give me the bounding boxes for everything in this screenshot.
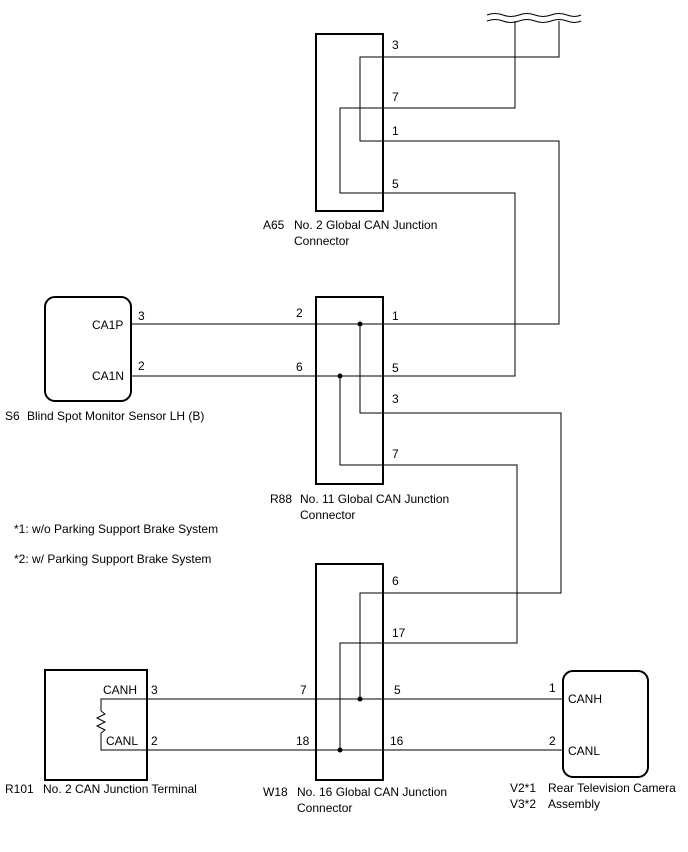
v2-name-line2: Assembly xyxy=(548,797,600,811)
v2-component-box xyxy=(562,670,649,778)
resistor-icon xyxy=(95,710,107,734)
v2-pin-2: 2 xyxy=(549,734,556,748)
r101-internal-bottom xyxy=(100,733,147,751)
s6-name: Blind Spot Monitor Sensor LH (B) xyxy=(27,409,204,423)
note-2: *2: w/ Parking Support Brake System xyxy=(14,552,211,566)
r88-pin-2: 2 xyxy=(296,306,303,320)
r88-code: R88 xyxy=(270,492,292,506)
r88-pin-6: 6 xyxy=(296,360,303,374)
r101-pin-3: 3 xyxy=(151,683,158,697)
wire-a65-5-r88-5 xyxy=(383,192,516,377)
v3-code-line2: V3*2 xyxy=(510,797,536,811)
a65-pin-7: 7 xyxy=(392,90,399,104)
r101-internal-top xyxy=(100,698,147,711)
wire-a65-7 xyxy=(383,21,516,109)
w18-connector-box xyxy=(315,563,384,781)
r88-pin-5: 5 xyxy=(392,361,399,375)
r88-internal-3 xyxy=(359,324,383,414)
w18-pin-6: 6 xyxy=(392,574,399,588)
w18-name-line1: No. 16 Global CAN Junction xyxy=(297,785,447,799)
note-1: *1: w/o Parking Support Brake System xyxy=(14,522,218,536)
a65-internal-7-5 xyxy=(339,107,383,194)
r101-component-box xyxy=(44,669,148,781)
r101-signal-canh: CANH xyxy=(103,683,137,697)
w18-name-line2: Connector xyxy=(297,801,352,815)
s6-pin-2: 2 xyxy=(138,359,145,373)
wire-a65-3 xyxy=(383,21,560,58)
junction-dot xyxy=(357,696,363,702)
r88-pin-3: 3 xyxy=(392,392,399,406)
a65-pin-1: 1 xyxy=(392,124,399,138)
r88-pin-7: 7 xyxy=(392,447,399,461)
wire-break-symbol xyxy=(486,13,582,23)
s6-component-box xyxy=(44,296,132,402)
r88-connector-box xyxy=(315,296,384,485)
a65-name-line1: No. 2 Global CAN Junction xyxy=(294,218,437,232)
w18-pin-5: 5 xyxy=(394,683,401,697)
w18-pin-7: 7 xyxy=(300,683,307,697)
s6-pin-3: 3 xyxy=(138,309,145,323)
r101-code: R101 xyxy=(5,782,34,796)
wires xyxy=(95,21,563,751)
v2-signal-canh: CANH xyxy=(568,692,602,706)
wire-r88-3-w18-6 xyxy=(383,412,562,594)
wire-a65-1-r88-1 xyxy=(383,140,560,325)
r101-signal-canl: CANL xyxy=(106,734,138,748)
s6-code: S6 xyxy=(5,409,20,423)
r88-name-line2: Connector xyxy=(300,508,355,522)
w18-pin-16: 16 xyxy=(390,734,404,748)
a65-connector-box xyxy=(315,33,384,212)
w18-internal-17 xyxy=(339,642,383,750)
v2-signal-canl: CANL xyxy=(568,744,600,758)
r101-pin-2: 2 xyxy=(151,734,158,748)
s6-signal-ca1n: CA1N xyxy=(92,369,124,383)
junction-dots xyxy=(337,321,363,753)
a65-name-line2: Connector xyxy=(294,234,349,248)
a65-pin-3: 3 xyxy=(392,38,399,52)
r88-internal-7 xyxy=(339,376,383,466)
wire-r88-7-w18-17 xyxy=(383,464,518,644)
r88-pin-1: 1 xyxy=(392,309,399,323)
junction-dot xyxy=(337,747,343,753)
s6-signal-ca1p: CA1P xyxy=(92,318,123,332)
r88-name-line1: No. 11 Global CAN Junction xyxy=(300,492,449,506)
junction-dot xyxy=(337,373,343,379)
r101-name: No. 2 CAN Junction Terminal xyxy=(43,782,197,796)
w18-pin-17: 17 xyxy=(392,626,406,640)
v2-pin-1: 1 xyxy=(549,681,556,695)
w18-internal-6 xyxy=(359,592,383,699)
w18-pin-18: 18 xyxy=(296,734,310,748)
a65-internal-3-1 xyxy=(359,56,383,142)
v2-code-line1: V2*1 xyxy=(510,781,536,795)
v2-name-line1: Rear Television Camera xyxy=(548,781,676,795)
junction-dot xyxy=(357,321,363,327)
a65-code: A65 xyxy=(263,218,285,232)
a65-pin-5: 5 xyxy=(392,177,399,191)
w18-code: W18 xyxy=(263,785,288,799)
